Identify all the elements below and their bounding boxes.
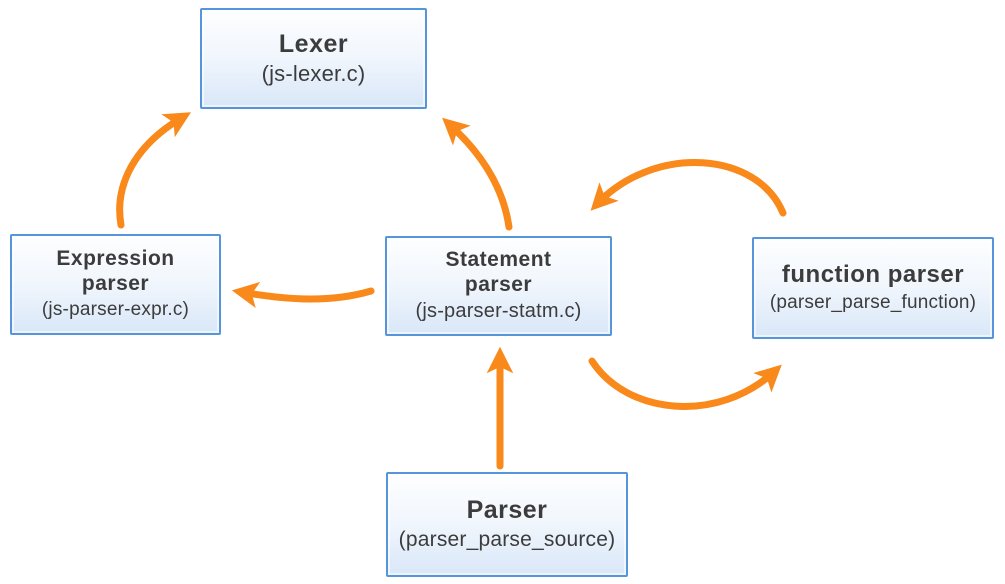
node-function-parser: function parser (parser_parse_function) — [752, 237, 994, 339]
node-expression-parser-subtitle: (js-parser-expr.c) — [41, 298, 190, 320]
edge-statement-parser-to-expression-parser-arrow — [231, 281, 375, 309]
node-statement-parser: Statement parser (js-parser-statm.c) — [385, 236, 612, 336]
node-function-parser-subtitle: (parser_parse_function) — [769, 291, 977, 313]
node-parser: Parser (parser_parse_source) — [386, 472, 628, 577]
edge-statement-parser-to-lexer-arrow — [442, 117, 513, 231]
edge-expression-parser-to-lexer-arrow — [116, 112, 192, 229]
node-statement-parser-subtitle: (js-parser-statm.c) — [415, 299, 582, 322]
node-lexer-subtitle: (js-lexer.c) — [261, 61, 366, 86]
node-lexer-title: Lexer — [278, 29, 349, 58]
node-parser-title: Parser — [466, 496, 548, 525]
edge-function-parser-to-statement-parser-arrow — [590, 159, 787, 217]
node-expression-parser: Expression parser (js-parser-expr.c) — [10, 234, 221, 335]
node-expression-parser-title: Expression parser — [56, 247, 175, 296]
node-statement-parser-title: Statement parser — [445, 248, 552, 296]
node-parser-subtitle: (parser_parse_source) — [398, 527, 616, 551]
node-lexer: Lexer (js-lexer.c) — [200, 8, 427, 109]
edge-statement-parser-to-function-parser-arrow — [588, 357, 782, 410]
node-function-parser-title: function parser — [781, 261, 965, 289]
